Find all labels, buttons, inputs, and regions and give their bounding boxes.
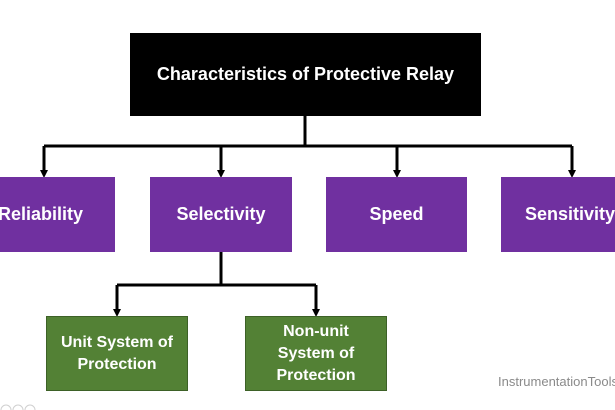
node-sensitivity: Sensitivity	[501, 177, 615, 252]
node-non-unit-system-label: Non-unit System of Protection	[276, 322, 356, 384]
watermark-text: InstrumentationTools.	[498, 374, 615, 389]
node-non-unit-system: Non-unit System of Protection	[245, 316, 387, 391]
node-unit-system-label: Unit System of Protection	[60, 333, 173, 373]
node-speed: Speed	[326, 177, 467, 252]
slide-nav-icon[interactable]	[0, 401, 40, 410]
root-title: Characteristics of Protective Relay	[156, 64, 455, 84]
node-selectivity-label: Selectivity	[176, 204, 266, 224]
node-reliability: Reliability	[0, 177, 115, 252]
root-node: Characteristics of Protective Relay	[130, 33, 481, 116]
node-selectivity: Selectivity	[150, 177, 292, 252]
node-speed-label: Speed	[369, 204, 424, 224]
node-unit-system: Unit System of Protection	[46, 316, 188, 391]
node-sensitivity-label: Sensitivity	[525, 204, 615, 224]
node-reliability-label: Reliability	[0, 204, 84, 224]
